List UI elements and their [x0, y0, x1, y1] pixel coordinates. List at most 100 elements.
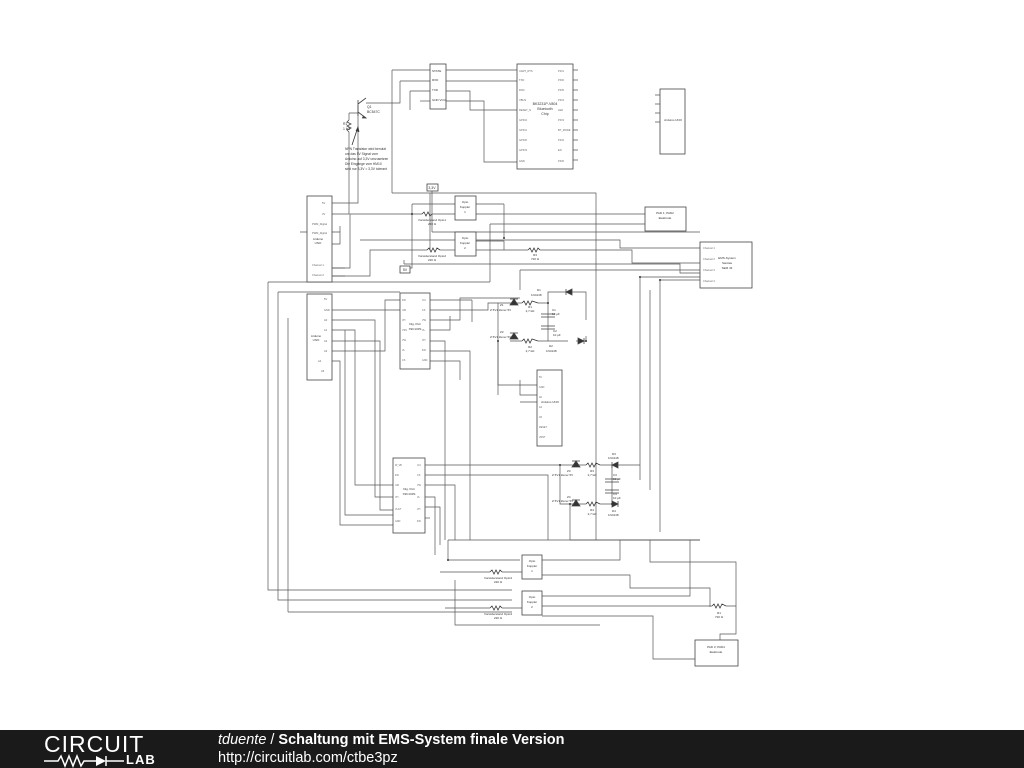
- opto-bot2-l2: Koppler: [527, 600, 537, 604]
- z4-l1: Z4: [567, 495, 571, 499]
- svg-text:GND: GND: [395, 520, 401, 523]
- svg-text:A5: A5: [539, 416, 543, 419]
- title-separator: /: [270, 732, 275, 748]
- c3-l1: C3: [613, 473, 617, 477]
- arduino-lt-pin-3: PWM_Digital: [312, 222, 327, 226]
- svg-text:LED: LED: [558, 108, 563, 112]
- ems-ch3: Channel 3: [703, 268, 715, 272]
- svg-text:A0: A0: [539, 396, 543, 399]
- z1-l1: Z1: [500, 303, 504, 307]
- diode-d3: D3 1N4148: [608, 452, 619, 469]
- svg-text:VH: VH: [395, 496, 399, 499]
- z3-l1: Z3: [567, 469, 571, 473]
- resistor-r3-top: R3 720 Ω: [527, 247, 541, 261]
- r1-mid-l2: 2,7 kΩ: [526, 309, 536, 313]
- junction-dots: [411, 213, 661, 561]
- capacitor-c3: C3 10 µF: [605, 473, 621, 483]
- r2-mid-l2: 2,7 kΩ: [526, 349, 536, 353]
- circuitlab-logo[interactable]: CIRCUIT LAB: [44, 732, 174, 768]
- svg-text:INC: INC: [422, 349, 426, 352]
- transistor-q1: Q1 BC547C: [357, 97, 380, 119]
- svg-text:EN: EN: [558, 148, 562, 152]
- resistor-opto-3: Vorwiderstand Opto3 220 Ω: [484, 569, 512, 584]
- r4-l1: R4: [590, 508, 594, 512]
- opto-top1-l1: Opto: [462, 200, 469, 204]
- note-line-4: Die Eingänge vom HM10: [345, 162, 382, 166]
- arduino-ml-pin-7: A4: [318, 359, 322, 363]
- q1-part: BC547C: [367, 110, 380, 114]
- ems-ch1: Channel 1: [703, 246, 715, 250]
- ems-ch4: Channel 4: [703, 279, 715, 283]
- resistor-opto-1: Vorwiderstand Opto1 220 Ω: [418, 211, 446, 226]
- opto-bot1-l2: Koppler: [527, 564, 537, 568]
- zener-z4: Z4 Z 5V1 Zener 5V: [552, 495, 581, 507]
- r-opto2-l2: 220 Ω: [428, 258, 437, 262]
- d4-l1: D4: [612, 509, 616, 513]
- arduino-ml-pin-8: A5: [321, 369, 325, 373]
- opto-bot1-l1: Opto: [529, 559, 536, 563]
- r-opto2-l1: Vorwiderstand Opto2: [418, 254, 446, 258]
- c4-l1: C4: [613, 492, 617, 496]
- resistor-r1-mid: R1 2,7 kΩ: [521, 300, 539, 313]
- svg-text:CS: CS: [402, 359, 406, 362]
- bt-chip-title-3: Chip: [541, 112, 548, 116]
- arduino-lt-pin-4: PWM_Digital: [312, 231, 327, 235]
- opto-bot2-l3: 2: [531, 605, 533, 609]
- arduino-lt-title-1: Arduino: [313, 237, 324, 241]
- optocoupler-bottom-2: Opto Koppler 2: [521, 590, 543, 616]
- poti-bot-l2: X9C103S: [403, 492, 416, 496]
- opto-top1-l3: 1: [464, 210, 466, 214]
- svg-text:GND: GND: [539, 386, 545, 389]
- svg-text:VRST: VRST: [539, 436, 546, 439]
- svg-text:RXD: RXD: [519, 88, 525, 92]
- svg-text:PIO4: PIO4: [558, 98, 564, 102]
- resistor-opto-2: Vorwiderstand Opto2 220 Ω: [418, 247, 446, 262]
- svg-text:VH: VH: [402, 319, 406, 322]
- poti-bot-l1: Dig. Poti: [403, 487, 415, 491]
- d2-l2: 1N4148: [546, 349, 557, 353]
- svg-text:GPIO3: GPIO3: [519, 148, 527, 152]
- r4-l2: 2,7 kΩ: [588, 512, 598, 516]
- svg-text:Vcc: Vcc: [417, 464, 422, 467]
- svg-text:PIO1: PIO1: [558, 69, 564, 73]
- r3-top-l1: R3: [533, 253, 537, 257]
- arduino-lt-title-2: UNO: [315, 241, 322, 245]
- opto-bot2-l1: Opto: [529, 595, 536, 599]
- opto-top2-l2: Koppler: [460, 241, 470, 245]
- opto-top1-l2: Koppler: [460, 205, 470, 209]
- d3-l2: 1N4148: [608, 456, 619, 460]
- arduino-ml-pin-2: GND: [324, 308, 330, 312]
- circuit-url[interactable]: http://circuitlab.com/ctbe3pz: [218, 750, 398, 766]
- arduino-lt-pin-2: 3V: [322, 212, 325, 216]
- author-link[interactable]: tduente: [218, 732, 267, 748]
- ems-l1: EMS-System: [718, 256, 736, 260]
- d1-l1: D1: [537, 288, 541, 292]
- resistor-diode-icon: [44, 754, 124, 768]
- resistor-r2-mid: R2 2,7 kΩ: [521, 338, 539, 353]
- circuit-title[interactable]: Schaltung mit EMS-System finale Version: [278, 732, 565, 748]
- arduino-lt-ch-2: Channel 2: [312, 273, 324, 277]
- svg-text:VW: VW: [422, 319, 427, 322]
- resistor-opto-4: Vorwiderstand Opto4 220 Ω: [484, 605, 512, 620]
- capacitor-c2: C2 10 µF: [541, 325, 561, 337]
- note-line-1: NPN Transistor wird benutzt: [345, 147, 386, 151]
- note-line-3: Arduino auf 3,3V umzusetzen: [345, 157, 388, 161]
- svg-text:VW: VW: [402, 339, 407, 342]
- label-3v3: 3,3V: [428, 186, 436, 190]
- arduino-ml-title-1: Arduino: [311, 334, 322, 338]
- arduino-ml-pin-3: A0: [324, 318, 328, 322]
- r3b-l2: 2,7 kΩ: [588, 473, 598, 477]
- arduino-ml-pin-1: 5V: [324, 297, 327, 301]
- opto-top2-l1: Opto: [462, 236, 469, 240]
- poti-top-l2: X9C103S: [409, 327, 422, 331]
- svg-text:VW: VW: [417, 484, 422, 487]
- arduino-ml-pin-5: A2: [324, 339, 328, 343]
- diode-d1: D1 1N4148: [531, 288, 573, 297]
- r3b-l1: R3: [590, 469, 594, 473]
- arduino-mid-left: Arduino UNO 5V GND A0 A1 A2 A3 A4 A5: [306, 293, 333, 381]
- opto-bot1-l3: 1: [531, 569, 533, 573]
- svg-text:GND: GND: [422, 359, 428, 362]
- svg-text:VL: VL: [422, 329, 426, 332]
